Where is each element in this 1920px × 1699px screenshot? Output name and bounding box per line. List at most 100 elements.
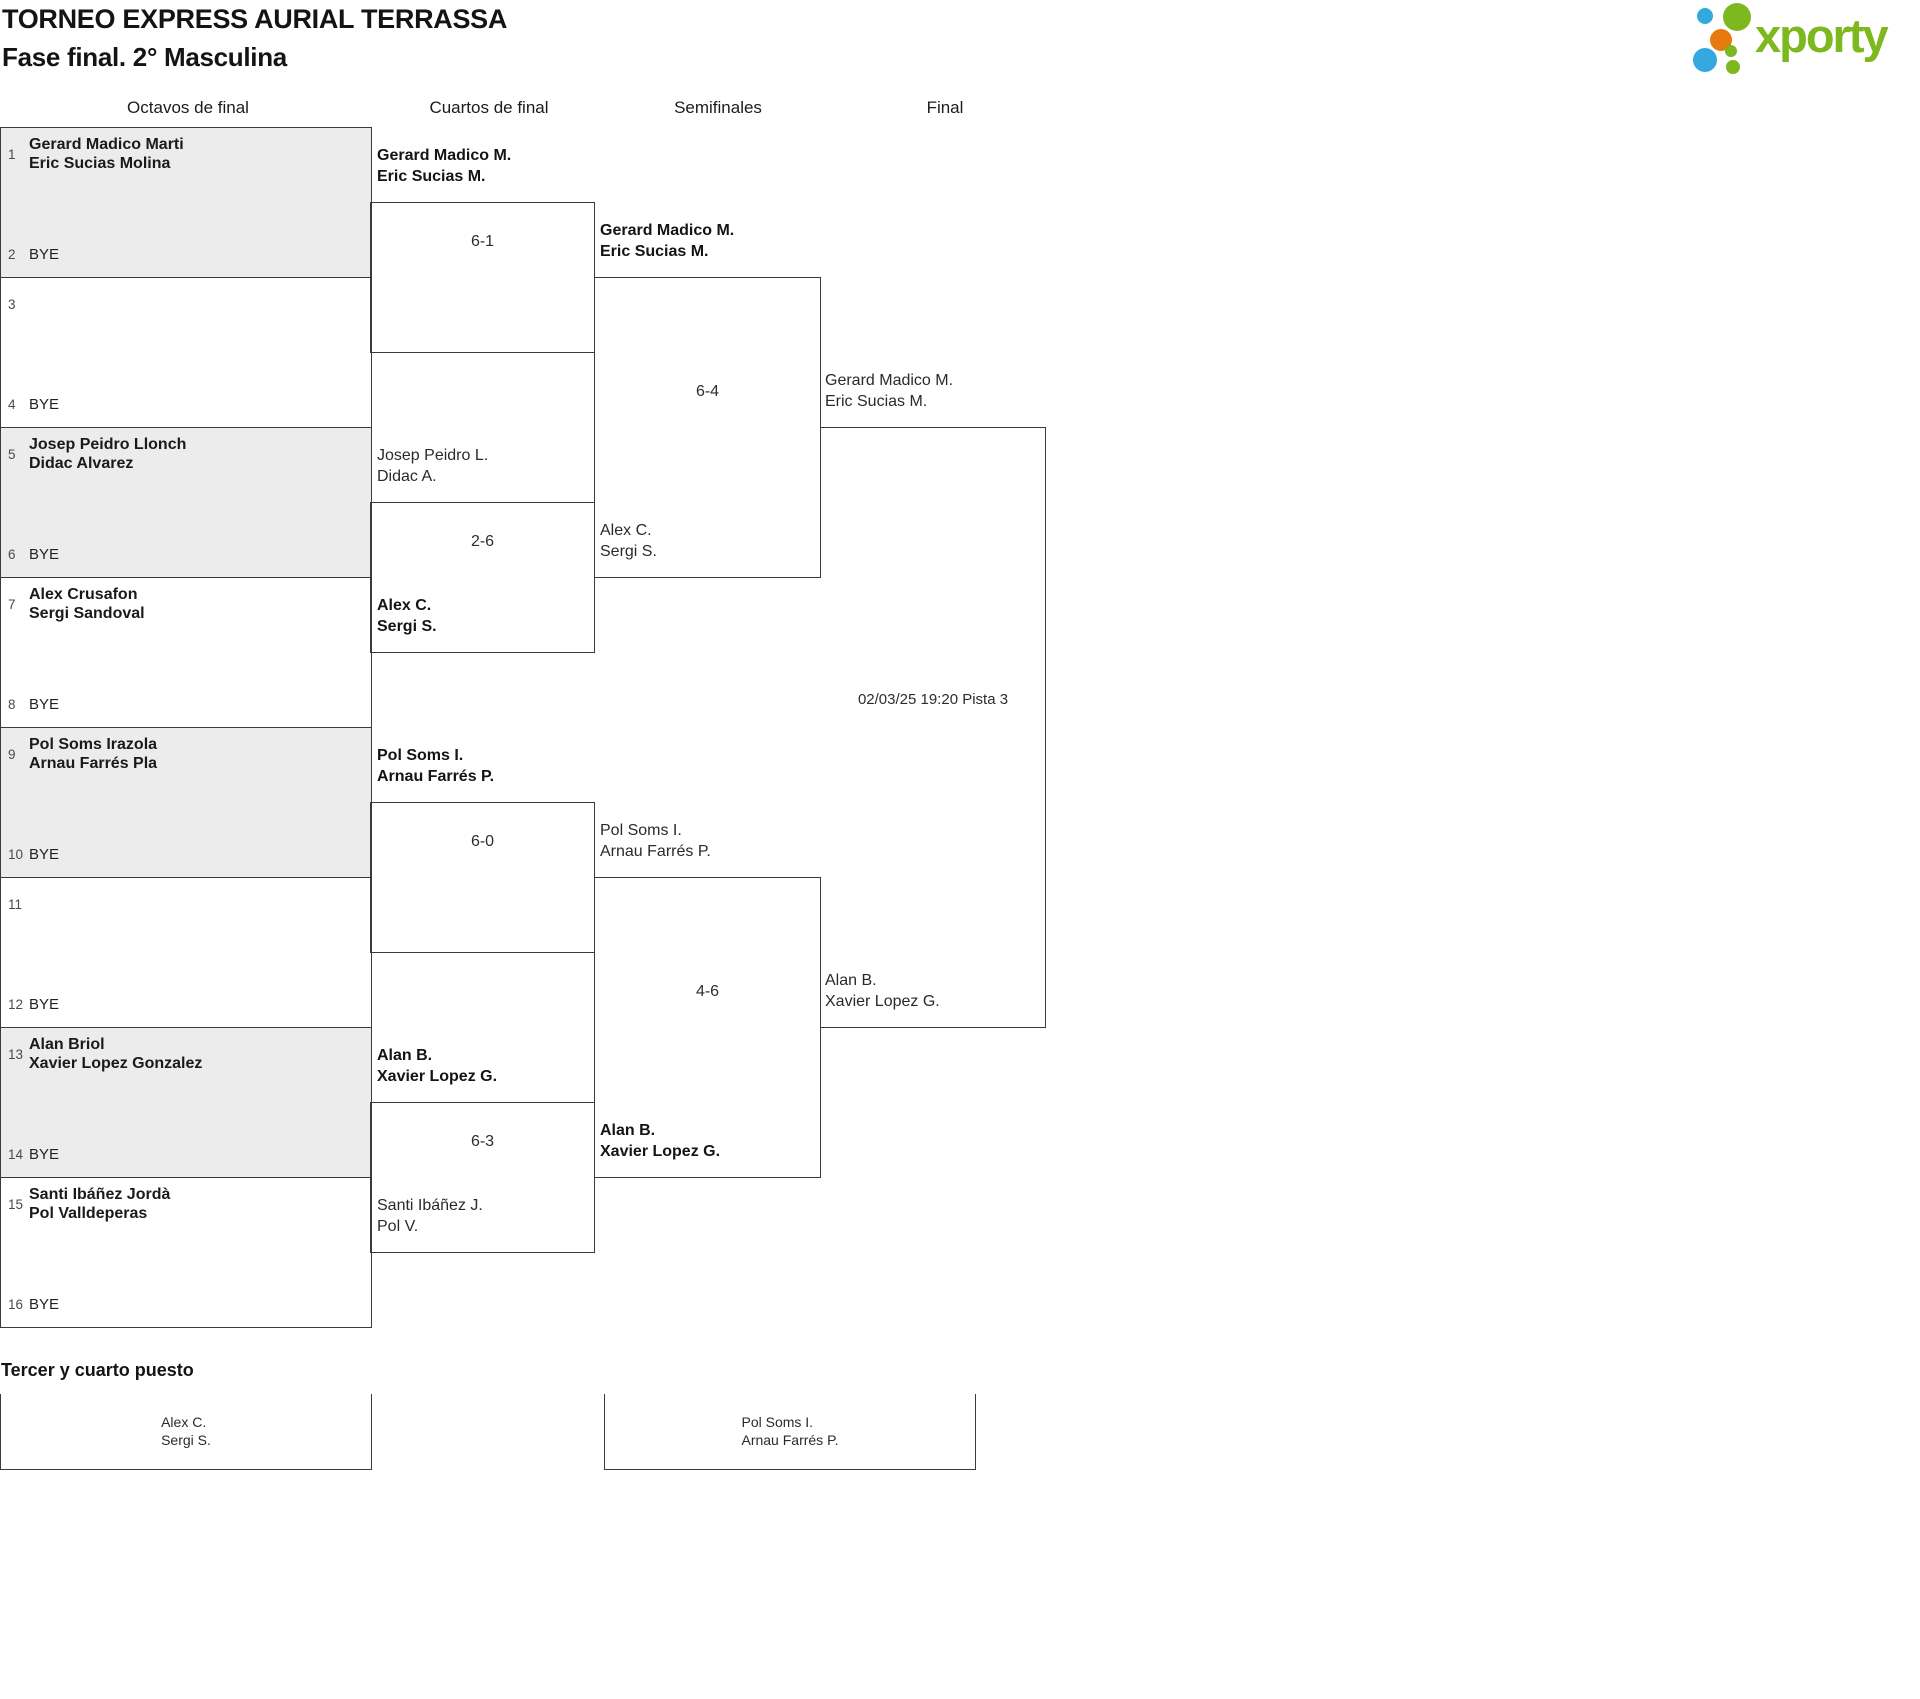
octavos-match-3: 5 Josep Peidro Llonch Didac Alvarez 6 BY… [0, 427, 372, 578]
logo-dot-blue-small-icon [1697, 8, 1713, 24]
team-player-1: Santi Ibáñez J. [377, 1197, 483, 1214]
score-label: 4-6 [695, 983, 720, 1000]
bye-label: BYE [29, 1296, 60, 1313]
score-label: 6-3 [470, 1133, 495, 1150]
team-player-1: Alex C. [377, 597, 432, 614]
advancing-team: Santi Ibáñez J. Pol V. [377, 1195, 589, 1237]
team-player-1: Josep Peidro L. [377, 447, 489, 464]
logo-dot-blue-large-icon [1693, 48, 1717, 72]
score-label: 6-1 [470, 233, 495, 250]
octavos-match-4: 7 Alex Crusafon Sergi Sandoval 8 BYE [0, 577, 372, 728]
seed-number: 7 [8, 596, 16, 612]
team-name: Josep Peidro Llonch Didac Alvarez [29, 435, 186, 473]
team-player-2: Didac A. [377, 468, 437, 485]
score-label: 2-6 [470, 533, 495, 550]
third-place-team: Alex C. Sergi S. [161, 1394, 211, 1469]
team-player-1: Santi Ibáñez Jordà [29, 1186, 171, 1203]
bye-label: BYE [29, 696, 60, 713]
team-player-1: Pol Soms I. [377, 747, 464, 764]
octavos-column: 1 Gerard Madico Marti Eric Sucias Molina… [0, 127, 372, 1328]
seed-number: 16 [8, 1297, 24, 1312]
team-player-2: Xavier Lopez G. [600, 1143, 721, 1160]
advancing-team: Alan B. Xavier Lopez G. [825, 970, 1037, 1012]
page-title: TORNEO EXPRESS AURIAL TERRASSA [2, 4, 508, 34]
xporty-logo[interactable]: xporty [1688, 2, 1918, 80]
bracket-slot: 8 BYE [8, 696, 59, 713]
team-player-2: Sergi S. [377, 618, 437, 635]
team-player-2: Arnau Farrés P. [600, 843, 711, 860]
bracket-slot: 11 [1, 878, 371, 924]
team-player-2: Pol Valldeperas [29, 1205, 148, 1222]
round-header-semifinales: Semifinales [674, 98, 762, 117]
logo-dot-green-bottom-icon [1726, 60, 1740, 74]
bracket-slot: 14 BYE [8, 1146, 59, 1163]
advancing-team: Pol Soms I. Arnau Farrés P. [600, 820, 812, 862]
team-player-2: Xavier Lopez Gonzalez [29, 1055, 203, 1072]
seed-number: 15 [8, 1196, 24, 1212]
round-header-final: Final [926, 98, 964, 117]
octavos-match-7: 13 Alan Briol Xavier Lopez Gonzalez 14 B… [0, 1027, 372, 1178]
logo-wordmark: xporty [1755, 9, 1889, 62]
team-player-1: Alan Briol [29, 1036, 105, 1053]
team-player-1: Gerard Madico Marti [29, 136, 184, 153]
team-player-2: Eric Sucias Molina [29, 155, 171, 172]
team-player-2: Sergi S. [161, 1432, 211, 1448]
cuartos-match-3-box [370, 802, 595, 953]
advancing-team: Gerard Madico M. Eric Sucias M. [600, 220, 812, 262]
octavos-match-2: 3 4 BYE [0, 277, 372, 428]
bye-label: BYE [29, 996, 60, 1013]
bracket-slot: 10 BYE [8, 846, 59, 863]
team-player-2: Eric Sucias M. [377, 168, 486, 185]
advancing-team: Gerard Madico M. Eric Sucias M. [377, 145, 589, 187]
team-player-2: Xavier Lopez G. [377, 1068, 498, 1085]
advancing-team: Pol Soms I. Arnau Farrés P. [377, 745, 589, 787]
logo-dot-green-large-icon [1723, 3, 1751, 31]
cuartos-match-1-box [370, 202, 595, 353]
bracket-slot: 16 BYE [8, 1296, 59, 1313]
bracket-slot: 9 Pol Soms Irazola Arnau Farrés Pla [1, 728, 371, 774]
team-player-2: Eric Sucias M. [825, 393, 928, 410]
team-player-1: Alex C. [600, 522, 652, 539]
advancing-team: Gerard Madico M. Eric Sucias M. [825, 370, 1037, 412]
seed-number: 10 [8, 847, 24, 862]
seed-number: 8 [8, 697, 16, 712]
team-player-2: Xavier Lopez G. [825, 993, 940, 1010]
team-player-1: Gerard Madico M. [825, 372, 954, 389]
seed-number: 5 [8, 446, 16, 462]
bracket-slot: 13 Alan Briol Xavier Lopez Gonzalez [1, 1028, 371, 1074]
third-place-title: Tercer y cuarto puesto [1, 1360, 194, 1380]
team-player-2: Didac Alvarez [29, 455, 134, 472]
third-place-box-left: Alex C. Sergi S. [0, 1394, 372, 1470]
bracket-slot: 2 BYE [8, 246, 59, 263]
logo-dot-green-small-icon [1725, 45, 1737, 57]
bracket-slot: 1 Gerard Madico Marti Eric Sucias Molina [1, 128, 371, 174]
team-player-1: Alex C. [161, 1414, 207, 1430]
bracket-slot: 4 BYE [8, 396, 59, 413]
bracket-slot: 15 Santi Ibáñez Jordà Pol Valldeperas [1, 1178, 371, 1224]
page-subtitle: Fase final. 2° Masculina [2, 42, 287, 72]
team-name: Alan Briol Xavier Lopez Gonzalez [29, 1035, 202, 1073]
bracket-slot: 5 Josep Peidro Llonch Didac Alvarez [1, 428, 371, 474]
bracket-slot: 7 Alex Crusafon Sergi Sandoval [1, 578, 371, 624]
team-name: Gerard Madico Marti Eric Sucias Molina [29, 135, 184, 173]
team-player-1: Gerard Madico M. [377, 147, 512, 164]
final-schedule: 02/03/25 19:20 Pista 3 [857, 691, 1009, 708]
team-name: Alex Crusafon Sergi Sandoval [29, 585, 145, 623]
team-player-1: Alan B. [600, 1122, 656, 1139]
seed-number: 9 [8, 746, 16, 762]
bye-label: BYE [29, 1146, 60, 1163]
score-label: 6-0 [470, 833, 495, 850]
round-header-octavos: Octavos de final [127, 98, 249, 117]
team-player-2: Sergi S. [600, 543, 657, 560]
octavos-match-6: 11 12 BYE [0, 877, 372, 1028]
team-player-2: Eric Sucias M. [600, 243, 709, 260]
team-player-1: Alan B. [825, 972, 877, 989]
octavos-match-1: 1 Gerard Madico Marti Eric Sucias Molina… [0, 127, 372, 278]
octavos-match-8: 15 Santi Ibáñez Jordà Pol Valldeperas 16… [0, 1177, 372, 1328]
team-player-1: Josep Peidro Llonch [29, 436, 187, 453]
advancing-team: Alan B. Xavier Lopez G. [377, 1045, 589, 1087]
seed-number: 12 [8, 997, 24, 1012]
team-player-2: Arnau Farrés Pla [29, 755, 158, 772]
team-player-1: Pol Soms I. [600, 822, 682, 839]
